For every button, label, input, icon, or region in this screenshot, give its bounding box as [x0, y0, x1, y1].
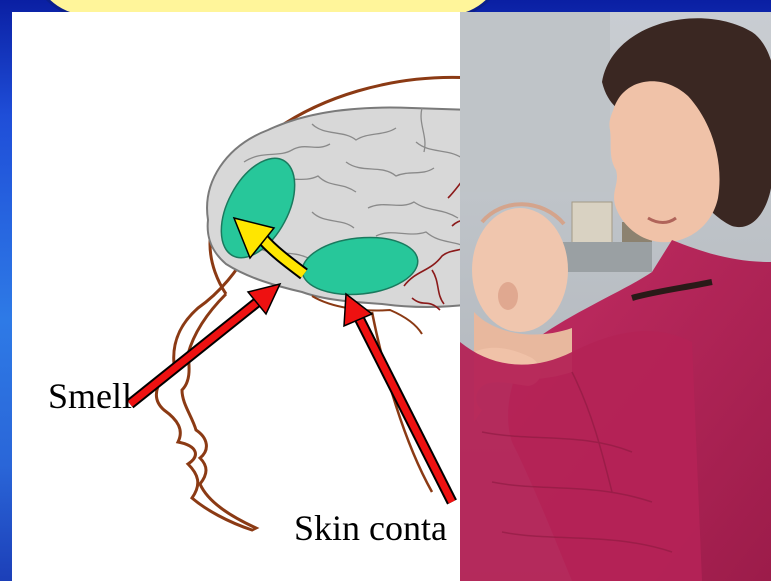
mother-baby-photo [460, 12, 771, 581]
smell-label: Smell [48, 378, 132, 414]
slide-canvas: Smell Skin conta [12, 12, 771, 581]
skin-contact-label: Skin conta [294, 510, 447, 546]
diagram-svg [12, 12, 771, 581]
skin-contact-arrow [344, 294, 452, 502]
